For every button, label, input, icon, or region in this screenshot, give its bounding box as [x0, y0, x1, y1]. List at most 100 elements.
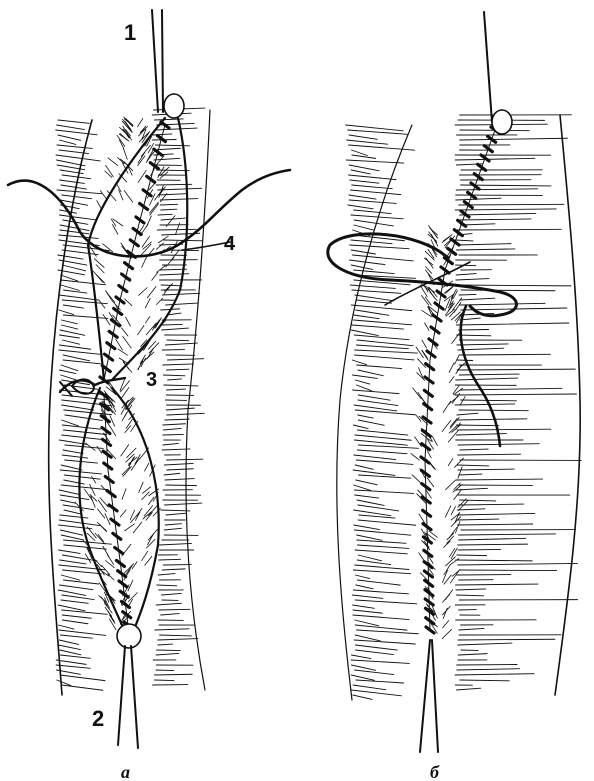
- tissue-hatch-stroke: [458, 513, 535, 515]
- panel-b-tissue-outline-right: [555, 115, 580, 695]
- fiber-stroke: [148, 341, 155, 349]
- fiber-stroke: [137, 508, 142, 516]
- fiber-stroke: [105, 513, 110, 524]
- tissue-hatch-stroke: [353, 425, 368, 429]
- fiber-stroke: [139, 482, 143, 492]
- tissue-hatch-stroke: [458, 544, 528, 545]
- tissue-hatch-stroke: [458, 654, 487, 655]
- tissue-hatch-stroke: [354, 335, 409, 340]
- tissue-hatch-stroke: [460, 298, 495, 300]
- tissue-hatch-stroke: [61, 375, 76, 380]
- fiber-stroke: [446, 480, 456, 490]
- tissue-hatch-stroke: [458, 469, 514, 470]
- tissue-hatch-stroke: [455, 674, 534, 675]
- tissue-hatch-stroke: [352, 595, 383, 598]
- fiber-stroke: [145, 298, 150, 308]
- tissue-hatch-stroke: [157, 650, 181, 651]
- tissue-hatch-stroke: [162, 569, 185, 570]
- tissue-hatch-stroke: [352, 325, 404, 329]
- tissue-hatch-stroke: [159, 559, 181, 560]
- fiber-stroke: [449, 363, 454, 372]
- fiber-stroke: [103, 546, 109, 557]
- tissue-hatch-stroke: [358, 395, 390, 400]
- tissue-hatch-stroke: [460, 680, 510, 681]
- tissue-hatch-stroke: [353, 605, 375, 608]
- fiber-stroke: [138, 326, 144, 335]
- tissue-hatch-stroke: [154, 158, 180, 160]
- tissue-hatch-stroke: [356, 585, 373, 589]
- tissue-hatch-stroke: [60, 530, 82, 535]
- fiber-stroke: [100, 498, 108, 507]
- tissue-hatch-stroke: [355, 670, 394, 675]
- tissue-hatch-stroke: [460, 388, 562, 390]
- tissue-hatch-stroke: [156, 653, 178, 655]
- tissue-hatch-stroke: [355, 625, 407, 630]
- fiber-stroke: [432, 436, 437, 445]
- tissue-hatch-stroke: [457, 419, 527, 420]
- tissue-hatch-stroke: [61, 575, 80, 580]
- fiber-stroke: [103, 314, 110, 325]
- tissue-hatch-stroke: [62, 340, 79, 344]
- fiber-stroke: [92, 476, 96, 483]
- tissue-hatch-stroke: [455, 394, 576, 395]
- fiber-stroke: [455, 521, 459, 532]
- fiber-stroke: [411, 453, 419, 459]
- tissue-hatch-stroke: [158, 194, 186, 195]
- tissue-hatch-stroke: [358, 555, 382, 561]
- tissue-hatch-stroke: [168, 379, 182, 380]
- tissue-hatch-stroke: [459, 570, 556, 571]
- fiber-stroke: [145, 556, 152, 565]
- tissue-hatch-stroke: [356, 310, 389, 315]
- tissue-hatch-stroke: [57, 190, 102, 194]
- tissue-hatch-stroke: [356, 630, 418, 634]
- tissue-hatch-stroke: [459, 294, 476, 295]
- fiber-stroke: [172, 250, 179, 259]
- tissue-hatch-stroke: [358, 370, 384, 376]
- tissue-hatch-stroke: [155, 145, 189, 146]
- fiber-stroke: [446, 590, 453, 600]
- tissue-hatch-stroke: [354, 490, 413, 493]
- tissue-hatch-stroke: [355, 295, 394, 301]
- fiber-stroke: [121, 445, 129, 456]
- tissue-hatch-stroke: [158, 574, 175, 575]
- tissue-hatch-stroke: [357, 560, 391, 565]
- tissue-hatch-stroke: [351, 675, 374, 680]
- fiber-stroke: [111, 427, 116, 435]
- tissue-hatch-stroke: [350, 180, 379, 183]
- tissue-hatch-stroke: [61, 500, 76, 503]
- tissue-hatch-stroke: [358, 400, 398, 406]
- tissue-hatch-stroke: [354, 220, 393, 226]
- tissue-hatch-stroke: [57, 125, 85, 130]
- tissue-hatch-stroke: [355, 600, 417, 604]
- tissue-hatch-stroke: [59, 335, 79, 338]
- fiber-stroke: [146, 153, 153, 163]
- tissue-hatch-stroke: [456, 189, 537, 190]
- fiber-stroke: [108, 611, 115, 622]
- tissue-hatch-stroke: [64, 475, 100, 479]
- tissue-hatch-stroke: [60, 650, 81, 655]
- fiber-stroke: [107, 292, 115, 302]
- tissue-hatch-stroke: [354, 485, 371, 490]
- tissue-hatch-stroke: [62, 425, 100, 429]
- tissue-hatch-stroke: [357, 430, 407, 435]
- tissue-hatch-stroke: [460, 303, 546, 305]
- tissue-hatch-stroke: [60, 585, 93, 590]
- panel-b-top-knot: [492, 110, 512, 134]
- tissue-hatch-stroke: [457, 524, 532, 525]
- tissue-hatch-stroke: [167, 369, 189, 370]
- tissue-hatch-stroke: [457, 413, 478, 415]
- tissue-hatch-stroke: [357, 450, 407, 454]
- fiber-stroke: [105, 171, 112, 177]
- tissue-hatch-stroke: [358, 505, 399, 511]
- tissue-hatch-stroke: [351, 665, 375, 670]
- tissue-hatch-stroke: [166, 303, 198, 305]
- fiber-stroke: [144, 463, 148, 471]
- tissue-hatch-stroke: [355, 645, 397, 650]
- tissue-hatch-stroke: [164, 385, 198, 386]
- tissue-hatch-stroke: [457, 465, 489, 466]
- tissue-hatch-stroke: [62, 685, 103, 690]
- tissue-hatch-stroke: [61, 185, 87, 189]
- tissue-hatch-stroke: [456, 323, 569, 325]
- fiber-stroke: [97, 446, 102, 453]
- fiber-stroke: [452, 332, 461, 344]
